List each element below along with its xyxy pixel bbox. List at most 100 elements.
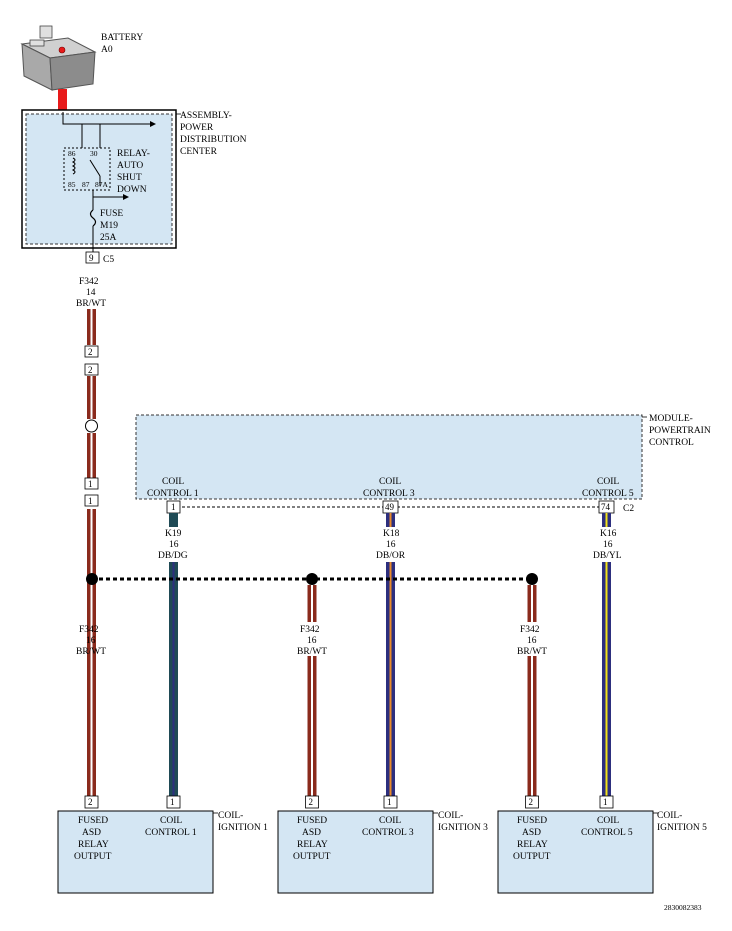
coil-1-pin-b: 1 — [170, 797, 175, 807]
pdc-name-1: ASSEMBLY- — [180, 111, 232, 121]
fuse-label-2: M19 — [100, 221, 118, 231]
k19-wire — [169, 513, 178, 796]
splice-icon-3 — [526, 573, 538, 585]
relay-pin-86: 86 — [68, 149, 76, 158]
coil-5-left-3: RELAY — [517, 840, 548, 850]
coil-3-pin-b: 1 — [387, 797, 392, 807]
branch-wire-3 — [307, 585, 317, 796]
relay-pin-30: 30 — [90, 149, 98, 158]
coil-3-left-2: ASD — [302, 828, 321, 838]
pdc-connector-pin — [85, 251, 100, 264]
inline-connector-b-pin: 2 — [88, 365, 93, 375]
coil-3-name-1: COIL- — [438, 811, 463, 821]
inline-connector-c — [84, 477, 99, 490]
relay-asd-icon — [63, 147, 111, 191]
branch-5-gauge: 16 — [527, 636, 537, 646]
coil-3-name-2: IGNITION 3 — [438, 823, 488, 833]
branch-5-circuit: F342 — [520, 625, 540, 635]
branch-3-gauge: 16 — [307, 636, 317, 646]
k19-color: DB/DG — [158, 551, 188, 561]
coil-5-pin-a: 2 — [529, 797, 534, 807]
k18-color: DB/OR — [376, 551, 406, 561]
relay-label-1: RELAY- — [117, 149, 150, 159]
feed-wire — [87, 309, 96, 796]
branch-wire-5 — [527, 585, 537, 796]
coil-1-left-4: OUTPUT — [74, 852, 112, 862]
feed-wire-gauge: 14 — [86, 288, 96, 298]
k16-gauge: 16 — [603, 540, 613, 550]
coil-1-left-3: RELAY — [78, 840, 109, 850]
coil-5-left-2: ASD — [522, 828, 541, 838]
coil-1-left-1: FUSED — [78, 816, 108, 826]
feed-wire-color: BR/WT — [76, 299, 106, 309]
document-id: 2830082383 — [664, 903, 702, 912]
pcm-name-1: MODULE- — [649, 414, 693, 424]
coil-5-name-2: IGNITION 5 — [657, 823, 707, 833]
branch-5-color: BR/WT — [517, 647, 547, 657]
coil-1-right-1: COIL — [160, 816, 182, 826]
pcm-output-1-line2: CONTROL 1 — [147, 489, 199, 499]
pdc-name-4: CENTER — [180, 147, 218, 157]
coil-ignition-3: 2 1 FUSED ASD RELAY OUTPUT COIL CONTROL … — [277, 795, 488, 894]
k16-wire — [602, 513, 611, 796]
pcm-pin-1-number: 1 — [171, 502, 176, 512]
battery-icon — [20, 25, 97, 112]
inline-connector-b — [84, 363, 99, 376]
coil-5-name-1: COIL- — [657, 811, 682, 821]
inline-connector-c-pin: 1 — [88, 479, 93, 489]
battery-name: BATTERY — [101, 33, 143, 43]
fuse-icon — [89, 209, 97, 227]
pcm-connector-id: C2 — [623, 504, 634, 514]
pcm-output-5-line2: CONTROL 5 — [582, 489, 634, 499]
pcm-name-3: CONTROL — [649, 438, 694, 448]
coil-5-right-2: CONTROL 5 — [581, 828, 633, 838]
battery: BATTERY A0 — [20, 25, 143, 112]
relay-pin-87: 87 — [82, 180, 90, 189]
coil-ignition-1: 2 1 FUSED ASD RELAY OUTPUT COIL CONTROL … — [57, 795, 268, 894]
splice-icon-2 — [306, 573, 318, 585]
branch-1-color: BR/WT — [76, 647, 106, 657]
inline-connector-a — [84, 345, 99, 358]
relay-pin-87a: 87A — [95, 180, 109, 189]
k16-circuit: K16 — [600, 529, 617, 539]
feed-wire-circuit: F342 — [79, 277, 99, 287]
fuse-label-3: 25A — [100, 233, 117, 243]
branch-1-gauge: 16 — [86, 636, 96, 646]
coil-3-left-3: RELAY — [297, 840, 328, 850]
coil-3-pin-a: 2 — [309, 797, 314, 807]
pcm-output-3-line1: COIL — [379, 477, 401, 487]
coil-5-pin-b: 1 — [603, 797, 608, 807]
k19-circuit: K19 — [165, 529, 182, 539]
k18-gauge: 16 — [386, 540, 396, 550]
splice-open-icon — [85, 419, 98, 433]
k16-color: DB/YL — [593, 551, 622, 561]
pdc-name-2: POWER — [180, 123, 214, 133]
pcm-pin-74-number: 74 — [601, 502, 611, 512]
pcm-pin-49-number: 49 — [385, 502, 395, 512]
inline-connector-a-pin: 2 — [88, 347, 93, 357]
coil-1-right-2: CONTROL 1 — [145, 828, 197, 838]
battery-id: A0 — [101, 45, 113, 55]
power-distribution-center: 86 30 85 87 87A RELAY- AUTO SHUT DOWN FU… — [21, 109, 247, 252]
splice-icon-1 — [86, 573, 98, 585]
powertrain-control-module: MODULE- POWERTRAIN CONTROL COIL CONTROL … — [135, 414, 711, 500]
inline-connector-d-pin: 1 — [88, 496, 93, 506]
inline-connector-d — [84, 494, 99, 507]
pcm-output-3-line2: CONTROL 3 — [363, 489, 415, 499]
coil-5-left-4: OUTPUT — [513, 852, 551, 862]
coil-1-left-2: ASD — [82, 828, 101, 838]
relay-pin-85: 85 — [68, 180, 76, 189]
coil-1-name-2: IGNITION 1 — [218, 823, 268, 833]
fuse-label-1: FUSE — [100, 209, 123, 219]
pcm-output-1-line1: COIL — [162, 477, 184, 487]
branch-3-color: BR/WT — [297, 647, 327, 657]
coil-ignition-5: 2 1 FUSED ASD RELAY OUTPUT COIL CONTROL … — [497, 795, 707, 894]
relay-label-2: AUTO — [117, 161, 143, 171]
branch-1-circuit: F342 — [79, 625, 99, 635]
coil-3-right-2: CONTROL 3 — [362, 828, 414, 838]
coil-5-left-1: FUSED — [517, 816, 547, 826]
pdc-pin-number: 9 — [89, 253, 94, 263]
pcm-output-5-line1: COIL — [597, 477, 619, 487]
k18-circuit: K18 — [383, 529, 400, 539]
